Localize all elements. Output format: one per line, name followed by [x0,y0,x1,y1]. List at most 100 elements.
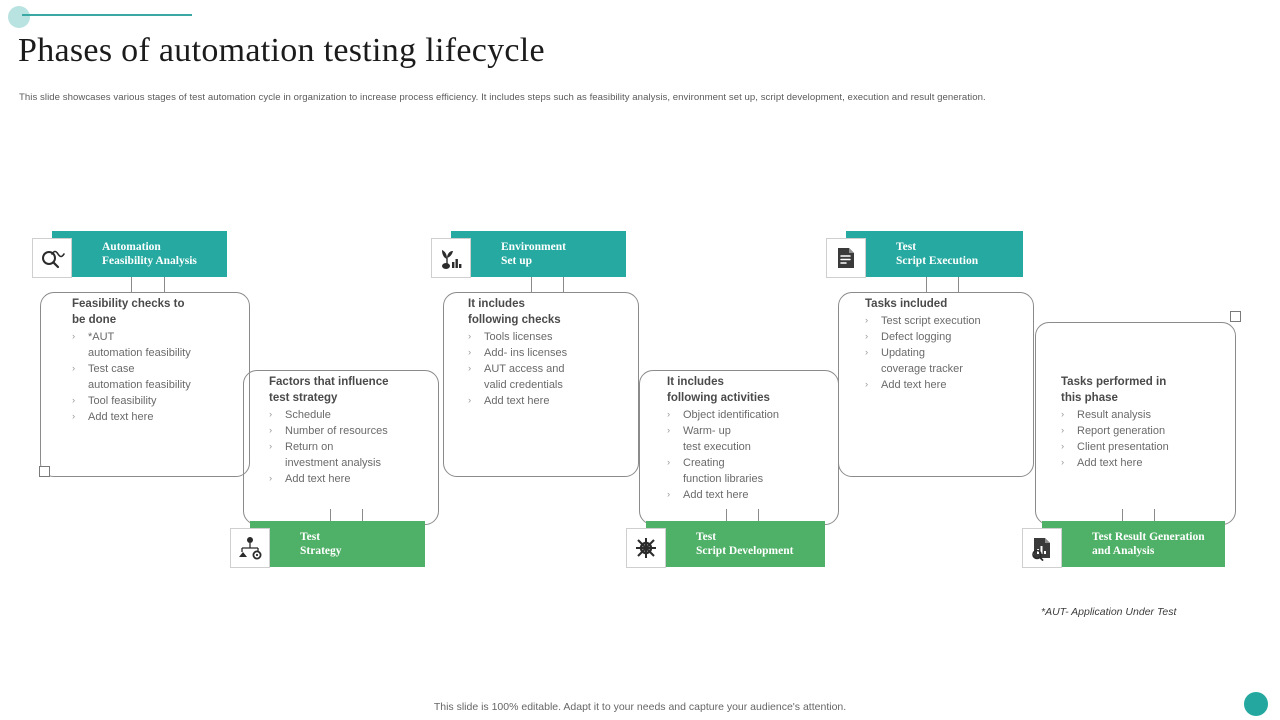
strategy-icon [230,528,270,568]
card-bullets-1: ›*AUT automation feasibility ›Test case … [72,329,250,425]
list-item: ›Number of resources [269,423,439,439]
connector-tick [726,509,727,525]
chevron-icon: › [269,473,273,484]
stage-chip-label: Automation Feasibility Analysis [102,241,197,267]
decorative-circle-bottom-right [1244,692,1268,716]
chevron-icon: › [1061,457,1065,468]
chevron-icon: › [1061,441,1065,452]
stage-chip-test-strategy[interactable]: Test Strategy [230,521,425,568]
connector-tick [958,277,959,293]
card-outline-1 [40,292,250,477]
stage-chip-test-result-generation-and-analysis[interactable]: Test Result Generation and Analysis [1022,521,1225,568]
bullet-text: AUT access and valid credentials [484,363,565,391]
card-outline-3 [443,292,639,477]
card-bullets-4: › Object identification ›Warm- up test ex… [667,407,839,503]
stage-chip-environment-set-up[interactable]: Environment Set up [431,231,626,278]
bullet-text: Add text here [88,411,154,423]
chevron-icon: › [865,315,869,326]
chevron-icon: › [865,379,869,390]
slide-footer: This slide is 100% editable. Adapt it to… [433,701,847,713]
list-item: ›Warm- up test execution [667,423,839,455]
stage-chip-label: Test Script Development [696,531,794,557]
decorative-dot [8,6,30,28]
chevron-icon: › [468,363,472,374]
environment-icon [431,238,471,278]
bullet-text: Add- ins licenses [484,347,568,359]
terminal-square-6 [1230,311,1241,322]
stage-chip-label: Environment Set up [501,241,566,267]
list-item: ›Add text here [1061,455,1236,471]
list-item: › *AUT automation feasibility [72,329,250,361]
connector-tick [1154,509,1155,525]
list-item: ›Add- ins licenses [468,345,640,361]
list-item: › Add text here [72,409,250,425]
card-body-6: Tasks performed in this phase ›Result an… [1061,374,1236,471]
card-body-5: Tasks included › Test script execution › D… [865,296,1037,393]
card-outline-5 [838,292,1034,477]
list-item: › Test script execution [865,313,1037,329]
decorative-rule [22,14,192,16]
chevron-icon: › [269,409,273,420]
list-item: ›Add text here [468,393,640,409]
card-heading-5: Tasks included [865,298,948,310]
report-analysis-icon [1022,528,1062,568]
list-item: › Object identification [667,407,839,423]
list-item: › Updating coverage tracker [865,345,1037,377]
stage-chip-test-script-execution[interactable]: Test Script Execution [826,231,1023,278]
connector-tick [531,277,532,293]
connector-tick [563,277,564,293]
bullet-text: Object identification [683,409,779,421]
footnote-aut: *AUT- Application Under Test [1041,606,1177,618]
list-item: ›Report generation [1061,423,1236,439]
bullet-text: Add text here [484,395,550,407]
bullet-text: Test case automation feasibility [88,363,191,391]
bullet-text: Updating coverage tracker [881,347,963,375]
page-subtitle: This slide showcases various stages of t… [19,92,986,103]
chevron-icon: › [667,457,671,468]
chevron-icon: › [72,411,76,422]
list-item: ›Return on investment analysis [269,439,439,471]
card-heading-3: It includes following checks [468,298,561,326]
connector-tick [758,509,759,525]
bullet-text: *AUT automation feasibility [88,331,191,359]
script-document-icon [826,238,866,278]
list-item: › Client presentation [1061,439,1236,455]
card-body-3: It includes following checks ›Tools lice… [468,296,640,409]
bullet-text: Add text here [881,379,947,391]
chevron-icon: › [667,425,671,436]
list-item: › Creating function libraries [667,455,839,487]
stage-chip-label: Test Script Execution [896,241,979,267]
bullet-text: Client presentation [1077,441,1169,453]
bullet-text: Defect logging [881,331,952,343]
chevron-icon: › [1061,409,1065,420]
card-body-1: Feasibility checks to be done ›*AUT auto… [72,296,250,425]
list-item: ›Tools licenses [468,329,640,345]
bullet-text: Tool feasibility [88,395,157,407]
list-item: ›Result analysis [1061,407,1236,423]
bullet-text: Creating function libraries [683,457,764,485]
chevron-icon: › [269,441,273,452]
gear-icon [626,528,666,568]
stage-chip-test-script-development[interactable]: Test Script Development [626,521,825,568]
magnifier-icon [32,238,72,278]
chevron-icon: › [72,331,76,342]
chevron-icon: › [865,347,869,358]
bullet-text: Report generation [1077,425,1166,437]
stage-chip-automation-feasibility-analysis[interactable]: Automation Feasibility Analysis [32,231,227,278]
connector-tick [164,277,165,293]
list-item: › AUT access and valid credentials [468,361,640,393]
terminal-square-1 [39,466,50,477]
list-item: ›Test case automation feasibility [72,361,250,393]
list-item: ›Add text here [269,471,439,487]
list-item: ›Add text here [667,487,839,503]
chevron-icon: › [667,409,671,420]
bullet-text: Test script execution [881,315,981,327]
card-bullets-3: ›Tools licenses ›Add- ins licenses › AUT … [468,329,640,409]
card-bullets-2: ›Schedule ›Number of resources ›Return o… [269,407,439,487]
bullet-text: Number of resources [285,425,388,437]
list-item: › Add text here [865,377,1037,393]
bullet-text: Schedule [285,409,331,421]
stage-chip-label: Test Result Generation and Analysis [1092,531,1205,557]
chevron-icon: › [865,331,869,342]
